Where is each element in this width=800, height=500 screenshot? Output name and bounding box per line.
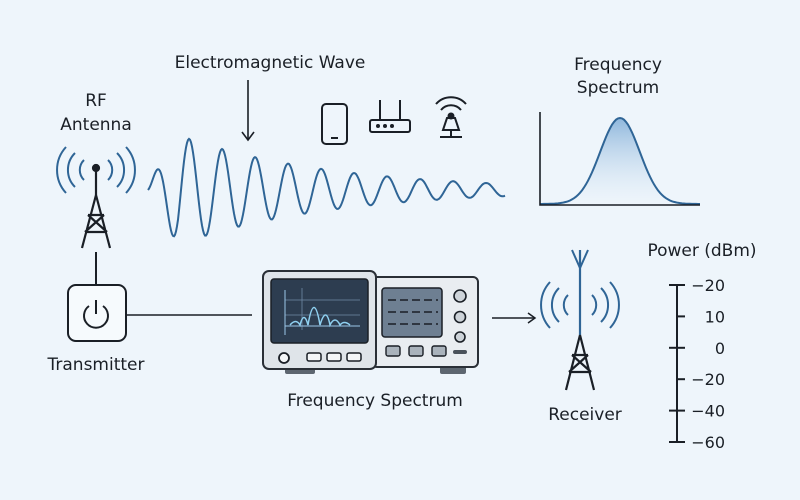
antenna-tower-icon [80, 163, 112, 249]
signal-waves-icon [56, 146, 136, 194]
scale-tick-label: −20 [691, 276, 725, 295]
scale-tick-label: −40 [691, 402, 725, 421]
down-arrow-icon [241, 80, 255, 142]
scale-tick-label: 0 [715, 339, 725, 358]
transmitter-label: Transmitter [47, 355, 145, 375]
scale-tick-label: −20 [691, 370, 725, 389]
satellite-dish-icon [435, 96, 467, 138]
analyzer-label: Frequency Spectrum [287, 391, 463, 411]
spectrum-title-line1: Frequency [574, 55, 662, 75]
power-scale-title: Power (dBm) [647, 241, 756, 261]
router-icon [369, 100, 411, 133]
spectrum-analyzer-icon [262, 270, 479, 374]
em-wave-label: Electromagnetic Wave [175, 53, 366, 73]
spectrum-axes [539, 112, 700, 206]
electromagnetic-wave [147, 137, 506, 238]
spectrum-title-line2: Spectrum [577, 78, 659, 98]
spectrum-fill [540, 118, 700, 205]
receiver-tower-icon [564, 249, 596, 391]
transmitter-box [67, 284, 127, 342]
spectrum-chart [539, 112, 700, 206]
phone-icon [321, 103, 348, 145]
rf-label: RF [85, 91, 107, 111]
antenna-label: Antenna [60, 115, 132, 135]
scale-tick-label: 10 [705, 307, 725, 326]
receiver-label: Receiver [548, 405, 622, 425]
power-icon [83, 300, 109, 329]
spectrum-curve [540, 116, 700, 205]
scale-tick-label: −60 [691, 433, 725, 452]
power-scale: −20 10 0 −20 −40 −60 [669, 276, 725, 452]
right-arrow-icon [492, 312, 537, 324]
signal-waves-icon [540, 281, 620, 329]
